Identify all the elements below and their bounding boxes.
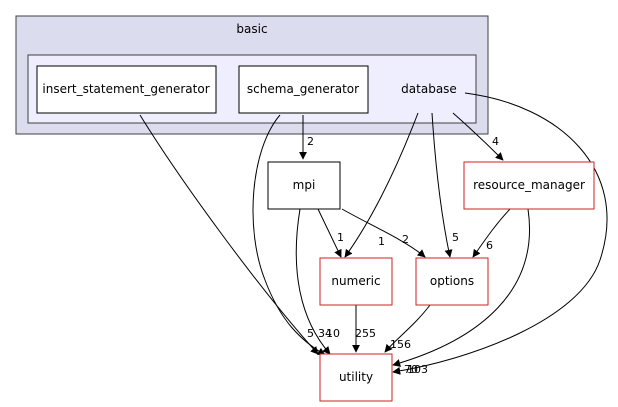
node-insert-statement-generator[interactable]: insert_statement_generator <box>36 65 217 114</box>
node-numeric-label: numeric <box>331 274 380 288</box>
edge-label-to-utility-b: 34 <box>318 327 332 340</box>
edge-resource-to-options[interactable] <box>472 208 511 258</box>
edge-label-to-utility-d: 70 <box>404 363 418 376</box>
edge-label-numeric-to-utility: 255 <box>355 327 376 340</box>
edge-label-mpi-to-options: 2 <box>402 233 409 246</box>
edge-db-to-resource[interactable] <box>452 112 504 161</box>
node-mpi-box <box>267 161 341 210</box>
node-utility[interactable]: utility <box>319 353 393 402</box>
edge-db-to-utility[interactable] <box>392 92 608 375</box>
edge-label-to-utility-a: 5 <box>307 327 314 340</box>
node-numeric[interactable]: numeric <box>319 257 393 306</box>
edge-insert-to-utility[interactable] <box>139 114 319 355</box>
node-options[interactable]: options <box>415 257 489 306</box>
edge-db-to-options[interactable] <box>431 112 453 258</box>
edges <box>139 92 608 375</box>
node-schema-generator-label: schema_generator <box>247 82 359 96</box>
node-insert-statement-generator-label: insert_statement_generator <box>42 82 209 96</box>
node-insert-statement-generator-box <box>36 65 217 114</box>
node-resource-manager[interactable]: resource_manager <box>463 161 595 210</box>
edge-label-resource-to-options: 6 <box>486 239 493 252</box>
node-numeric-box <box>319 257 393 306</box>
node-utility-label: utility <box>339 370 373 384</box>
node-resource-manager-label: resource_manager <box>473 178 585 192</box>
edge-label-options-to-utility: 156 <box>390 338 411 351</box>
node-options-box <box>415 257 489 306</box>
edge-label-db-to-numeric: 1 <box>378 235 385 248</box>
node-mpi[interactable]: mpi <box>267 161 341 210</box>
node-options-label: options <box>430 274 474 288</box>
edge-mpi-to-utility[interactable] <box>295 208 331 355</box>
edge-mpi-to-numeric[interactable] <box>317 208 342 258</box>
edge-label-schema-to-mpi: 2 <box>307 135 314 148</box>
edge-label-db-to-options: 5 <box>452 231 459 244</box>
edge-options-to-utility[interactable] <box>384 304 431 353</box>
edge-label-db-to-resource: 4 <box>492 135 499 148</box>
cluster-basic-label: basic <box>236 22 267 36</box>
node-schema-generator[interactable]: schema_generator <box>238 65 369 114</box>
node-database-label: database <box>401 82 457 96</box>
node-schema-generator-box <box>238 65 369 114</box>
edge-label-to-utility-e: 103 <box>407 363 428 376</box>
edge-label-to-utility-c: 10 <box>326 327 340 340</box>
node-utility-box <box>319 353 393 402</box>
edge-schema-to-utility[interactable] <box>252 114 326 356</box>
edge-label-mpi-to-numeric: 1 <box>337 231 344 244</box>
node-mpi-label: mpi <box>293 178 316 192</box>
edge-db-to-numeric[interactable] <box>344 112 419 258</box>
node-resource-manager-box <box>463 161 595 210</box>
edge-mpi-to-options[interactable] <box>341 208 426 258</box>
edge-labels: 2 4 1 1 2 5 6 5 34 10 255 156 70 103 <box>307 135 499 376</box>
edge-resource-to-utility[interactable] <box>392 208 530 367</box>
